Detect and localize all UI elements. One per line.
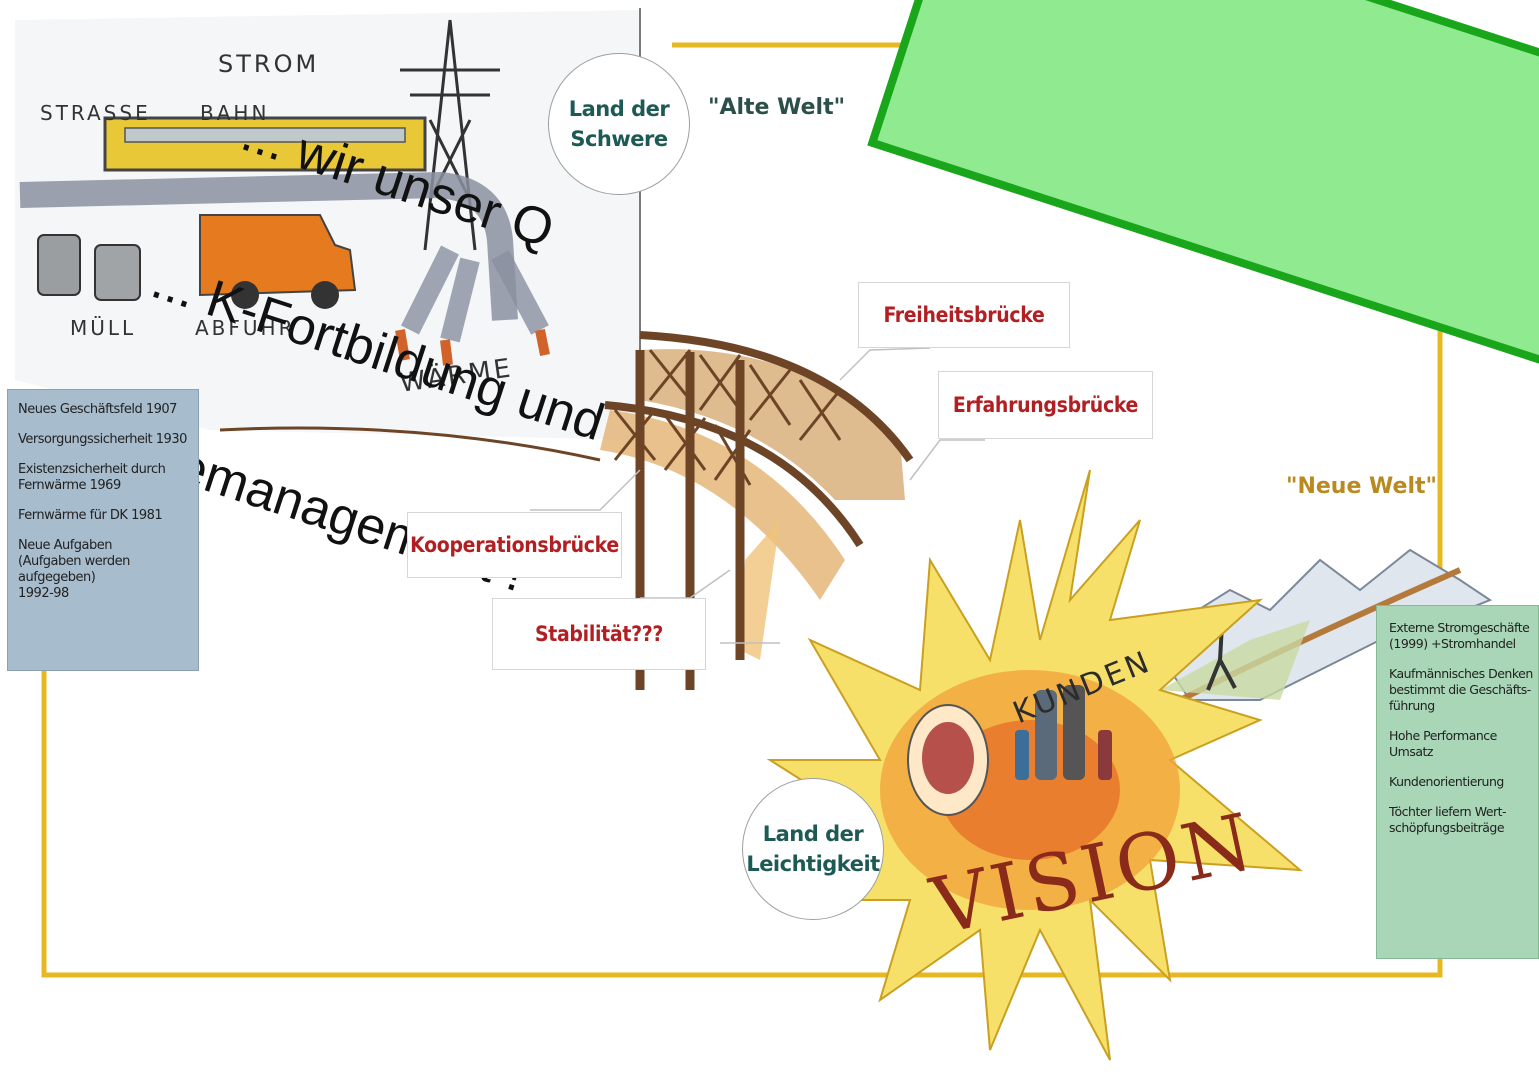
quote-neue-welt: "Neue Welt" bbox=[1286, 474, 1437, 499]
circle-land-der-schwere: Land der Schwere bbox=[548, 53, 690, 195]
history-item: Fernwärme für DK 1981 bbox=[18, 508, 163, 523]
history-item: Neue Aufgaben (Aufgaben werden aufgegebe… bbox=[18, 538, 130, 601]
abfuhr-label: ABFUHR bbox=[195, 316, 295, 340]
power-pylon-sketch bbox=[400, 19, 500, 251]
new-world-item: Kaufmännisches Denken bestimmt die Gesch… bbox=[1389, 666, 1533, 713]
label-kooperationsbruecke: Kooperationsbrücke bbox=[407, 512, 622, 578]
tram-sketch bbox=[103, 116, 427, 172]
history-item: Neues Geschäftsfeld 1907 bbox=[18, 402, 177, 417]
old-world-sketch: STROM STRASSE BAHN MÜLL ABFUHR WÄRME bbox=[15, 8, 641, 440]
label-stabilitaet: Stabilität??? bbox=[492, 598, 706, 670]
new-world-item: Töchter liefern Wert- schöpfungsbeiträge bbox=[1389, 804, 1507, 835]
circle-land-der-leichtigkeit: Land der Leichtigkeit bbox=[742, 778, 884, 920]
heat-pipe-sketch bbox=[19, 171, 550, 366]
bahn-label: BAHN bbox=[200, 101, 269, 125]
muell-label: MÜLL bbox=[70, 316, 136, 340]
new-world-item: Externe Stromgeschäfte (1999) +Stromhand… bbox=[1389, 620, 1530, 651]
strasse-label: STRASSE bbox=[40, 101, 151, 125]
new-world-item: Kundenorientierung bbox=[1389, 774, 1504, 789]
history-panel: Neues Geschäftsfeld 1907 Versorgungssich… bbox=[7, 389, 199, 671]
quote-alte-welt: "Alte Welt" bbox=[708, 95, 846, 120]
new-world-item: Hohe Performance Umsatz bbox=[1389, 728, 1497, 759]
strom-label: STROM bbox=[218, 50, 319, 78]
garbage-truck-sketch bbox=[37, 214, 357, 309]
new-world-panel: Externe Stromgeschäfte (1999) +Stromhand… bbox=[1376, 605, 1539, 959]
history-item: Versorgungssicherheit 1930 bbox=[18, 432, 187, 447]
label-erfahrungsbruecke: Erfahrungsbrücke bbox=[938, 371, 1153, 439]
bridge-sketch bbox=[219, 331, 914, 690]
history-item: Existenzsicherheit durch Fernwärme 1969 bbox=[18, 462, 166, 493]
label-freiheitsbruecke: Freiheitsbrücke bbox=[858, 282, 1070, 348]
